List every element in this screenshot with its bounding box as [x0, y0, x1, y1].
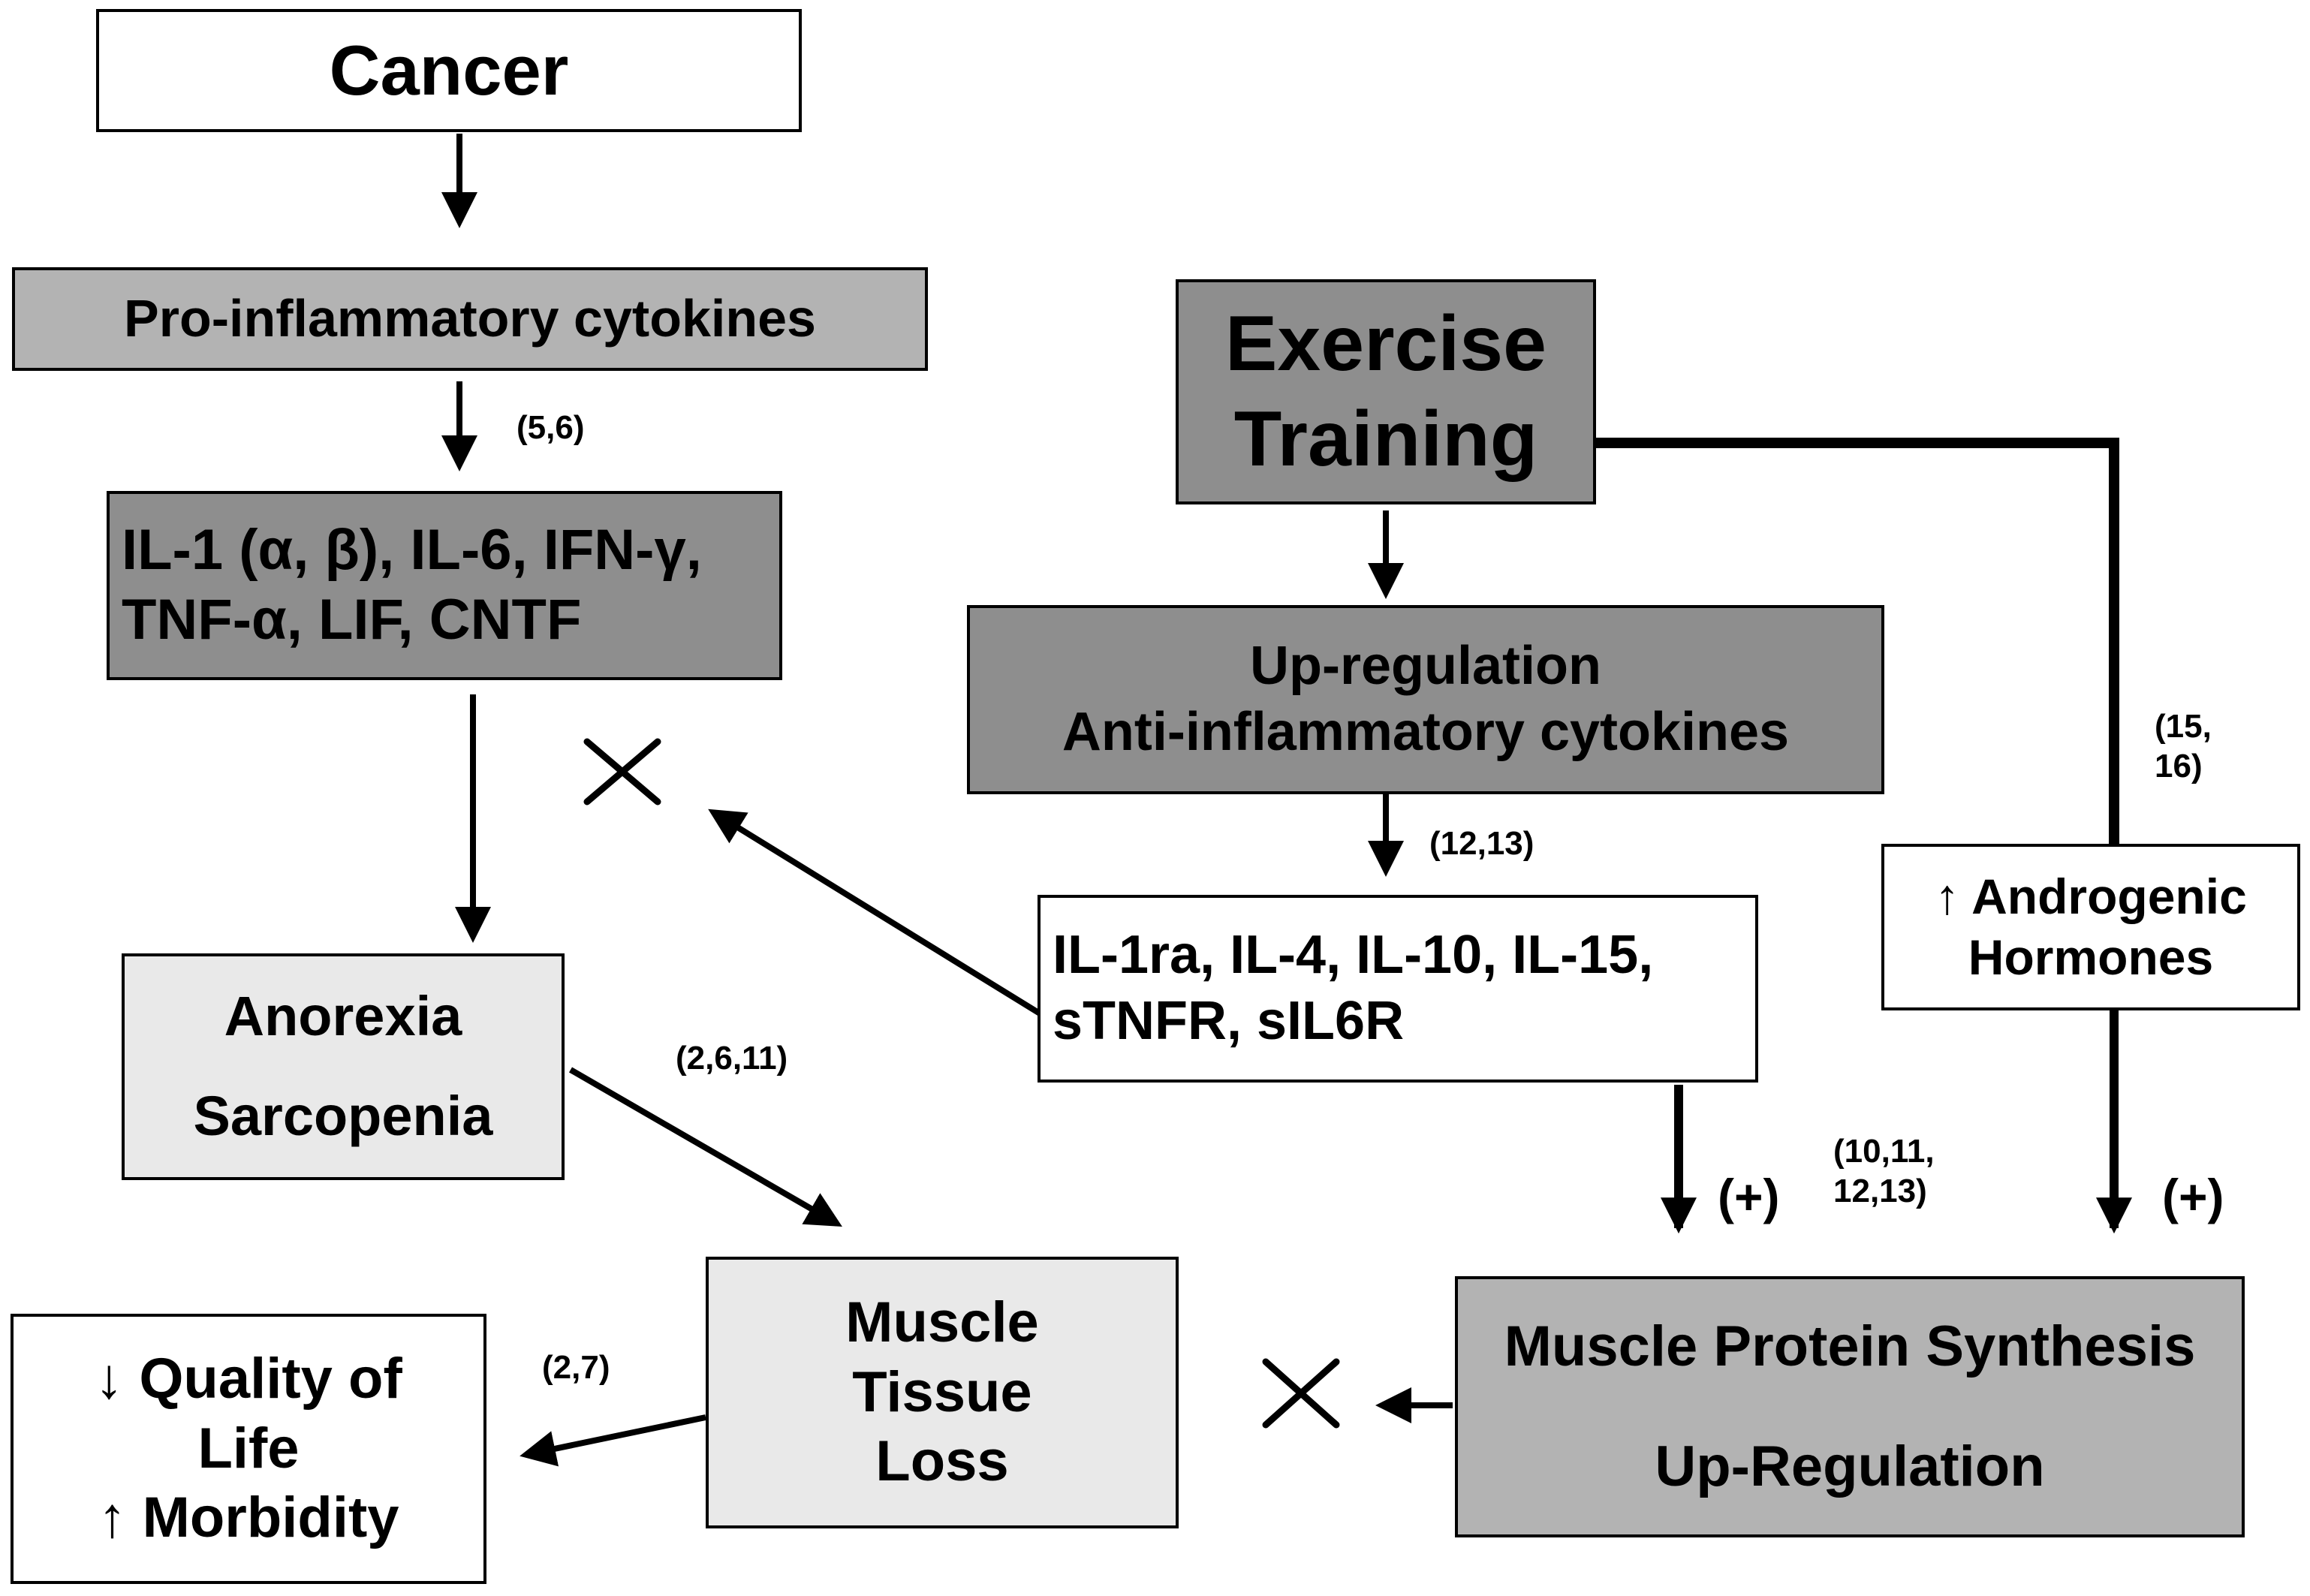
muscle-tissue-loss-line-2: Tissue	[852, 1360, 1032, 1424]
exercise-label: Exercise	[1225, 300, 1547, 388]
anti-inflammatory-box: Up-regulation Anti-inflammatory cytokine…	[967, 605, 1884, 794]
arrow-anti-list-to-block-x	[708, 809, 1042, 1016]
arrow-anorexia-to-muscle-loss	[568, 1067, 842, 1227]
ref-12-13: (12,13)	[1429, 825, 1534, 862]
anti-cytokine-list-box: IL-1ra, IL-4, IL-10, IL-15, sTNFR, sIL6R	[1038, 895, 1758, 1083]
quality-of-life-box: ↓ Quality of Life ↑ Morbidity	[11, 1314, 486, 1584]
block-x-icon-upper	[583, 738, 661, 806]
pro-cytokine-list-line-2: TNF-α, LIF, CNTF	[122, 588, 582, 652]
pro-cytokine-list-box: IL-1 (α, β), IL-6, IFN-γ, TNF-α, LIF, CN…	[107, 491, 782, 680]
muscle-protein-synthesis-box: Muscle Protein Synthesis Up-Regulation	[1455, 1276, 2245, 1537]
cancer-box: Cancer	[96, 9, 802, 132]
plus-sign-right: (+)	[2162, 1169, 2224, 1224]
ref-2-7: (2,7)	[542, 1349, 610, 1386]
muscle-tissue-loss-line-3: Loss	[875, 1429, 1009, 1494]
mps-line-1: Muscle Protein Synthesis	[1504, 1314, 2196, 1378]
sarcopenia-label: Sarcopenia	[193, 1085, 493, 1148]
androgenic-hormones-box: ↑ Androgenic Hormones	[1881, 844, 2300, 1010]
ref-15-16-line-1: (15,	[2155, 708, 2212, 745]
quality-of-life-line-1: ↓ Quality of	[95, 1346, 402, 1411]
ref-15-16: (15, 16)	[2155, 707, 2212, 787]
anorexia-label: Anorexia	[224, 985, 462, 1048]
ref-10-11-12-13-line-2: 12,13)	[1833, 1172, 1927, 1209]
block-x-icon-lower	[1262, 1358, 1340, 1429]
muscle-tissue-loss-line-1: Muscle	[845, 1290, 1039, 1354]
anti-cytokine-list-line-2: sTNFR, sIL6R	[1053, 991, 1405, 1051]
anti-cytokine-list-line-1: IL-1ra, IL-4, IL-10, IL-15,	[1053, 925, 1654, 986]
quality-of-life-line-2: Life	[197, 1416, 300, 1480]
pro-inflammatory-box: Pro-inflammatory cytokines	[12, 267, 928, 371]
connector-exercise-to-androgenic	[1595, 438, 2119, 844]
ref-5-6: (5,6)	[517, 409, 585, 446]
androgenic-label: ↑ Androgenic	[1935, 869, 2247, 925]
ref-10-11-12-13: (10,11, 12,13)	[1833, 1132, 1935, 1212]
quality-of-life-line-3: ↑ Morbidity	[98, 1486, 399, 1550]
anorexia-sarcopenia-box: Anorexia Sarcopenia	[122, 953, 565, 1180]
pro-cytokine-list-line-1: IL-1 (α, β), IL-6, IFN-γ,	[122, 518, 702, 583]
muscle-tissue-loss-box: Muscle Tissue Loss	[706, 1257, 1179, 1528]
hormones-label: Hormones	[1968, 929, 2214, 985]
exercise-training-box: Exercise Training	[1176, 279, 1596, 504]
up-regulation-label: Up-regulation	[1250, 636, 1601, 697]
cancer-label: Cancer	[329, 30, 569, 110]
ref-2-6-11: (2,6,11)	[676, 1040, 788, 1077]
mps-line-2: Up-Regulation	[1655, 1434, 2045, 1498]
plus-sign-left: (+)	[1718, 1169, 1780, 1224]
training-label: Training	[1233, 396, 1538, 483]
anti-inflammatory-label: Anti-inflammatory cytokines	[1062, 702, 1790, 762]
ref-10-11-12-13-line-1: (10,11,	[1833, 1133, 1935, 1170]
pro-inflammatory-label: Pro-inflammatory cytokines	[124, 289, 816, 348]
ref-15-16-line-2: 16)	[2155, 747, 2203, 784]
arrow-muscle-loss-to-quality	[520, 1414, 706, 1467]
